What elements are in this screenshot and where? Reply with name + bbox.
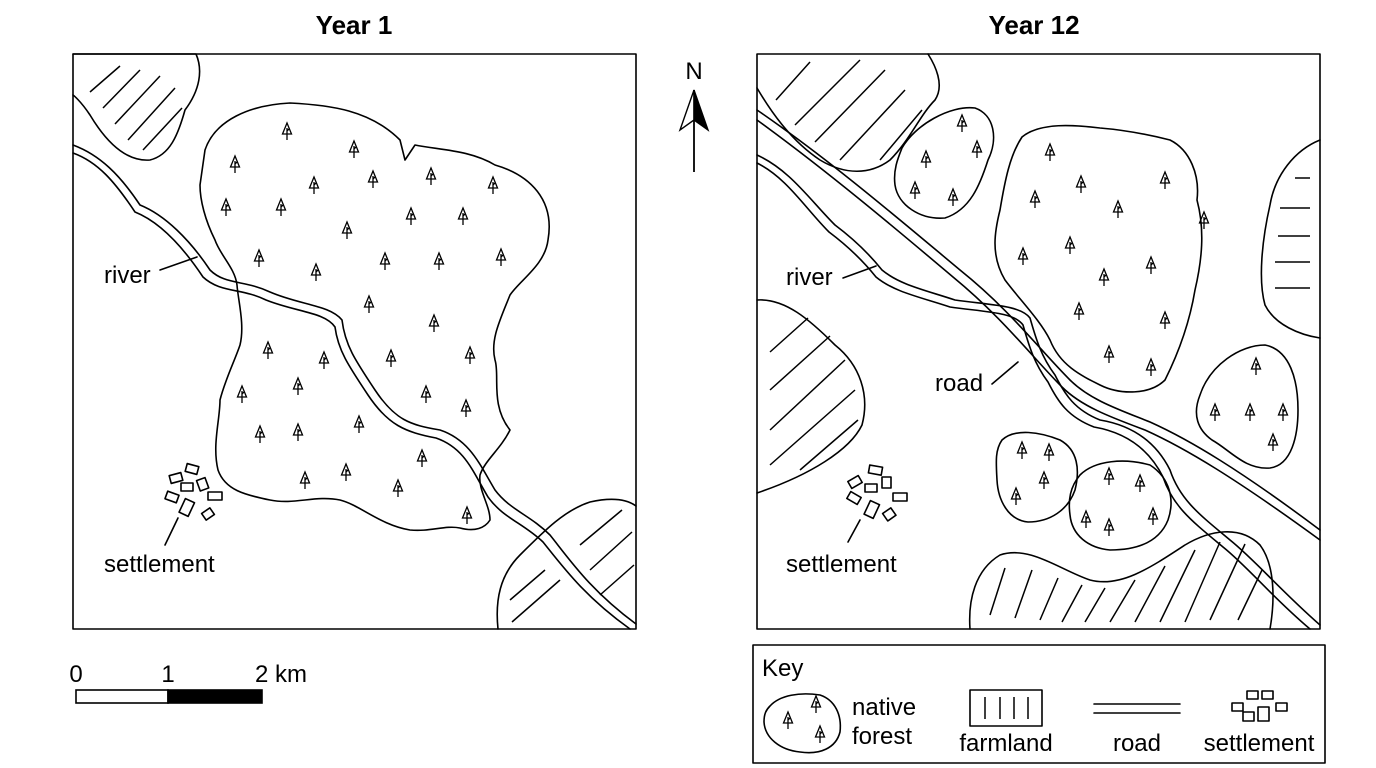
year1-native-forest xyxy=(199,102,550,532)
scale-tick-0: 0 xyxy=(69,661,82,688)
key-settlement-symbol xyxy=(1231,690,1288,722)
year12-settlement-label: settlement xyxy=(786,551,897,578)
key-road-symbol xyxy=(1093,703,1181,714)
year12-forest-sc-trees xyxy=(1010,441,1055,506)
year12-road-label: road xyxy=(935,370,983,397)
year1-farmland-se xyxy=(496,498,637,630)
year12-road-leader xyxy=(991,361,1019,385)
year1-forest-trees xyxy=(220,122,507,525)
key-frame xyxy=(752,644,1326,764)
year12-forest-s-trees xyxy=(1080,467,1159,537)
year12-farmland-w xyxy=(756,299,866,494)
year1-frame xyxy=(72,53,637,630)
year12-title: Year 12 xyxy=(988,10,1079,40)
year12-road xyxy=(756,109,1321,541)
key-road-label: road xyxy=(1113,730,1161,757)
north-arrow-label: N xyxy=(685,58,702,85)
year12-forest-e-trees xyxy=(1209,357,1289,452)
year1-river-leader xyxy=(159,256,198,271)
key-farmland-symbol xyxy=(969,689,1043,727)
year1-settlement xyxy=(164,462,223,546)
year12-farmland-nw xyxy=(756,53,940,172)
year12-forest-nw-trees xyxy=(909,114,983,207)
key-settlement-label: settlement xyxy=(1204,730,1315,757)
year12-forest-nw xyxy=(893,106,995,219)
year12-farmland-e xyxy=(1260,139,1321,339)
key-title: Key xyxy=(762,655,803,682)
year1-river-label: river xyxy=(104,262,151,289)
year12-river-leader xyxy=(842,265,877,279)
map-key: Key native forest farmland road xyxy=(752,644,1326,764)
year12-forest-s xyxy=(1068,460,1172,551)
year1-river xyxy=(72,144,637,630)
year12-frame xyxy=(756,53,1321,630)
year12-map: Year 12 xyxy=(756,10,1321,630)
year12-farmland-s xyxy=(968,531,1274,630)
year12-forest-e xyxy=(1195,344,1299,469)
scale-tick-1: 1 xyxy=(161,661,174,688)
scale-tick-2: 2 km xyxy=(255,661,307,688)
year1-settlement-label: settlement xyxy=(104,551,215,578)
key-farmland-label: farmland xyxy=(959,730,1052,757)
north-arrow: N xyxy=(678,58,710,172)
key-native-forest-symbol xyxy=(763,693,842,754)
year1-map: Year 1 xyxy=(72,10,637,630)
year1-farmland-nw xyxy=(72,53,201,161)
year12-forest-main xyxy=(994,124,1203,393)
year12-forest-sc xyxy=(995,431,1079,523)
key-native-forest-label-1: native xyxy=(852,694,916,721)
key-native-forest-label-2: forest xyxy=(852,723,912,750)
year12-forest-main-trees xyxy=(1017,143,1210,377)
year12-river-label: river xyxy=(786,264,833,291)
year12-settlement xyxy=(846,464,908,543)
year1-title: Year 1 xyxy=(316,10,393,40)
scale-bar: 0 1 2 km xyxy=(69,661,307,704)
